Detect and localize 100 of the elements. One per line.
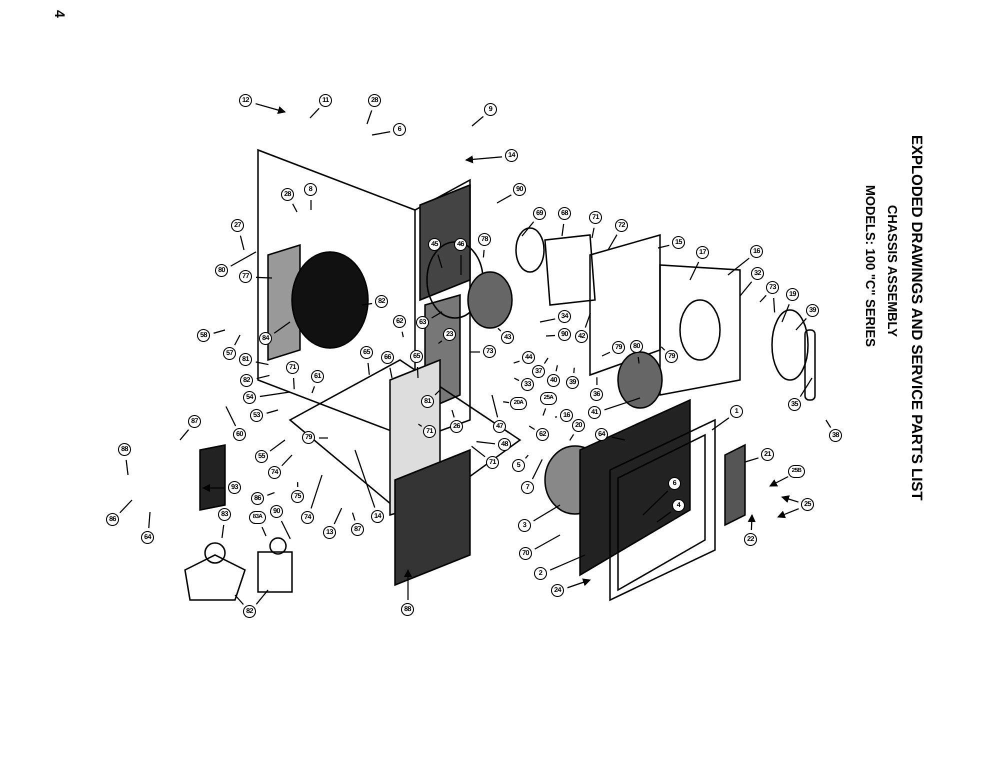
leader-line [781, 304, 790, 322]
leader-line [660, 346, 666, 351]
leader-line [740, 281, 752, 296]
leader-line [404, 569, 412, 600]
leader-line [546, 334, 556, 337]
leader-line [528, 426, 535, 430]
leader-line [550, 554, 586, 571]
leader-line [476, 441, 496, 444]
leader-line [319, 437, 328, 439]
leader-line [796, 318, 807, 330]
leader-line [514, 360, 520, 364]
leader-line [352, 512, 356, 521]
leader-line [514, 378, 520, 382]
leader-line [416, 366, 419, 378]
subtitle: CHASSIS ASSEMBLY [885, 205, 900, 337]
leader-line [234, 594, 244, 605]
leader-line [656, 511, 672, 522]
leader-line [366, 110, 372, 124]
leader-line [769, 476, 788, 487]
leader-line [602, 352, 610, 357]
leader-line [256, 361, 269, 366]
leader-line [533, 504, 560, 522]
leader-line [800, 378, 812, 397]
leader-line [267, 492, 275, 496]
leader-line [689, 262, 700, 280]
leader-line [262, 526, 267, 536]
leader-line [255, 103, 286, 114]
leader-line [567, 578, 591, 588]
leader-line [712, 417, 730, 430]
leader-line [496, 194, 512, 204]
leader-line [354, 450, 376, 508]
leader-line [334, 508, 342, 524]
leader-line [180, 429, 190, 440]
leader-line [573, 368, 575, 374]
leader-line [748, 514, 756, 530]
leader-line [418, 424, 422, 427]
leader-line [522, 221, 534, 236]
leader-line [274, 322, 290, 334]
leader-line [362, 302, 372, 306]
leader-line [311, 386, 316, 394]
leader-line [234, 334, 241, 346]
leader-line [503, 401, 510, 404]
leader-line [281, 454, 292, 466]
leader-line [280, 520, 291, 540]
leader-line [596, 377, 598, 385]
leader-line [297, 482, 298, 488]
leader-line [607, 234, 618, 250]
leader-line [826, 420, 832, 428]
leader-line [310, 108, 320, 118]
leader-line [534, 534, 560, 550]
leader-line [310, 200, 312, 210]
leader-line [292, 378, 295, 390]
leader-line [638, 356, 640, 364]
leader-line [612, 436, 626, 441]
leader-line [451, 410, 455, 418]
leader-line [213, 329, 226, 334]
leader-line [460, 255, 462, 275]
leader-line [728, 258, 750, 276]
leader-line [266, 409, 278, 414]
leader-line [310, 474, 323, 509]
leader-line [554, 416, 558, 418]
leader-line [372, 131, 390, 136]
leader-line [434, 390, 440, 396]
leader-line [482, 250, 485, 258]
leader-line [542, 408, 546, 416]
leader-line [202, 484, 225, 492]
title: EXPLODED DRAWINGS AND SERVICE PARTS LIST [908, 135, 925, 501]
leader-line [126, 460, 129, 476]
leader-line [658, 244, 670, 249]
leader-line [230, 251, 256, 267]
page-number: 4 [52, 10, 68, 18]
leader-line [591, 228, 595, 238]
leader-line [498, 328, 502, 332]
leader-line [561, 224, 564, 236]
leader-line [584, 313, 591, 328]
leader-line [260, 391, 290, 398]
leader-line [604, 397, 640, 410]
leader-line [471, 446, 486, 458]
leader-line [292, 204, 298, 212]
leader-line [777, 508, 799, 518]
leader-line [270, 440, 286, 452]
leader-line [240, 236, 245, 250]
leader-line [470, 351, 480, 353]
model-series: MODELS: 100 "C" SERIES [863, 185, 878, 347]
leader-line [465, 155, 502, 164]
leader-line [431, 311, 442, 318]
leader-line [367, 362, 370, 375]
leader-line [256, 374, 270, 380]
leader-line [472, 116, 484, 126]
leader-line [256, 590, 268, 605]
leader-line [773, 298, 776, 312]
leader-line [532, 459, 543, 480]
leader-line [256, 276, 272, 279]
leader-line [148, 512, 151, 528]
leader-line [389, 368, 393, 378]
leader-line [760, 294, 767, 302]
leader-line [438, 340, 442, 344]
leader-line [491, 394, 498, 418]
leader-line [744, 457, 759, 463]
leader-line [119, 500, 132, 514]
